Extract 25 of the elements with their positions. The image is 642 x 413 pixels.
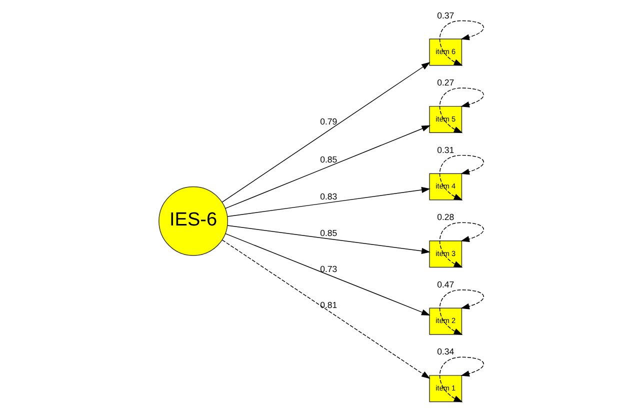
arrow xyxy=(439,356,484,402)
edge-label: 0.27 xyxy=(436,78,454,88)
arrow xyxy=(439,290,484,335)
node-circle: IES-6 xyxy=(158,186,228,256)
arrow xyxy=(221,240,430,379)
edge-label: 0.81 xyxy=(320,300,337,310)
arrow xyxy=(439,222,484,268)
edge-label: 0.34 xyxy=(436,346,454,357)
arrow xyxy=(439,20,484,66)
edge-label: 0.85 xyxy=(320,154,337,164)
edge-label: 0.31 xyxy=(436,144,454,155)
edge-label: 0.37 xyxy=(436,10,454,20)
arrow xyxy=(221,62,430,203)
edge-label: 0.85 xyxy=(320,228,337,238)
arrow xyxy=(224,125,430,209)
edge-label: 0.83 xyxy=(320,192,337,202)
arrow xyxy=(226,225,430,254)
edge-label: 0.73 xyxy=(320,264,337,274)
edge-label: 0.47 xyxy=(436,279,454,290)
arrow xyxy=(439,88,484,134)
edge-label: 0.79 xyxy=(320,116,337,126)
arrow xyxy=(226,186,430,217)
edge-label: 0.28 xyxy=(436,212,454,222)
arrow xyxy=(439,154,484,200)
arrow xyxy=(224,233,430,316)
